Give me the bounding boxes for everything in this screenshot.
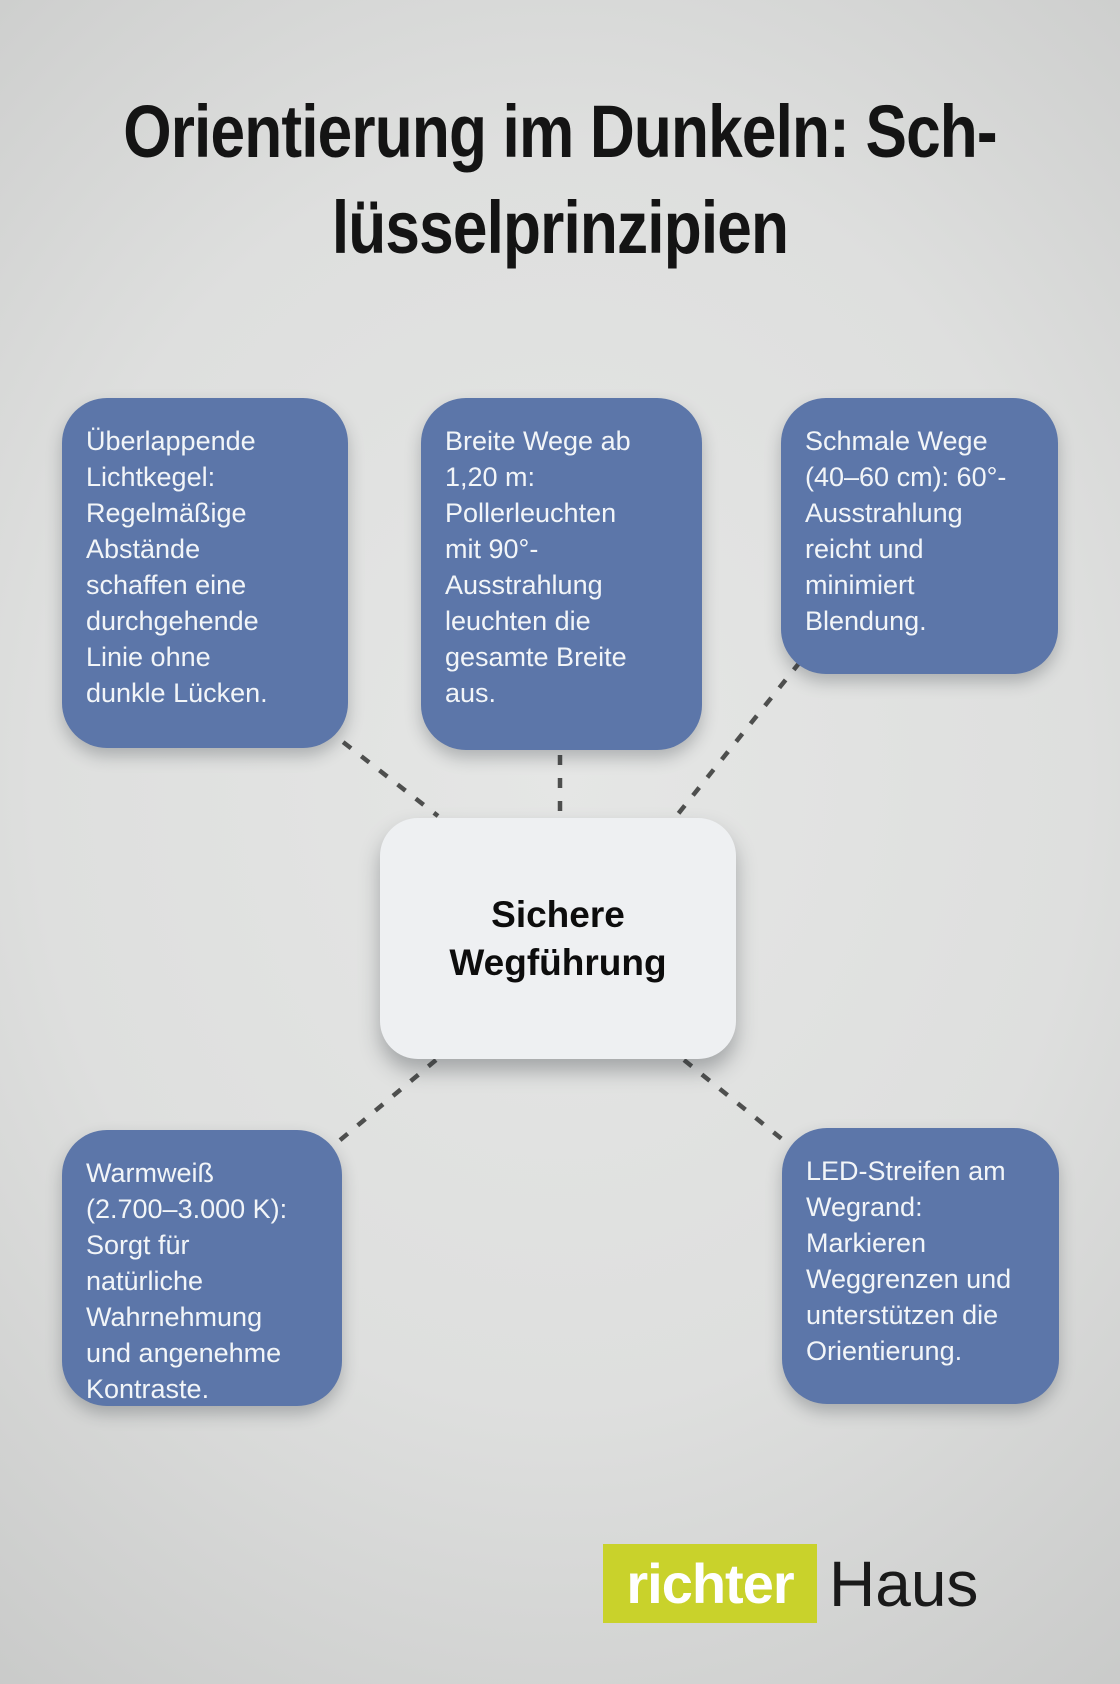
connector-top-right bbox=[676, 660, 802, 816]
node-top-right: Schmale Wege (40–60 cm): 60°- Ausstrahlu… bbox=[781, 398, 1058, 674]
center-node-text: Sichere Wegführung bbox=[449, 893, 667, 983]
center-node: Sichere Wegführung bbox=[380, 818, 736, 1059]
node-top-middle-text: Breite Wege ab 1,20 m: Pollerleuchten mi… bbox=[445, 426, 631, 708]
node-top-left-text: Überlappende Lichtkegel: Regelmäßige Abs… bbox=[86, 426, 268, 708]
logo-richter-wordmark: richter bbox=[603, 1544, 817, 1623]
node-top-left: Überlappende Lichtkegel: Regelmäßige Abs… bbox=[62, 398, 348, 748]
node-bottom-left-text: Warmweiß (2.700–3.000 K): Sorgt für natü… bbox=[86, 1158, 288, 1404]
page-title: Orientierung im Dunkeln: Sch- lüsselprin… bbox=[123, 90, 997, 269]
connector-bottom-left bbox=[331, 1058, 438, 1148]
connector-top-left bbox=[323, 726, 440, 818]
node-top-middle: Breite Wege ab 1,20 m: Pollerleuchten mi… bbox=[421, 398, 702, 750]
node-bottom-right-text: LED-Streifen am Wegrand: Markieren Weggr… bbox=[806, 1156, 1012, 1366]
brand-logo: richter Haus bbox=[603, 1544, 978, 1623]
logo-haus-wordmark: Haus bbox=[829, 1547, 979, 1620]
connector-bottom-right bbox=[682, 1058, 790, 1146]
node-bottom-left: Warmweiß (2.700–3.000 K): Sorgt für natü… bbox=[62, 1130, 342, 1406]
node-top-right-text: Schmale Wege (40–60 cm): 60°- Ausstrahlu… bbox=[805, 426, 1007, 636]
node-bottom-right: LED-Streifen am Wegrand: Markieren Weggr… bbox=[782, 1128, 1059, 1404]
